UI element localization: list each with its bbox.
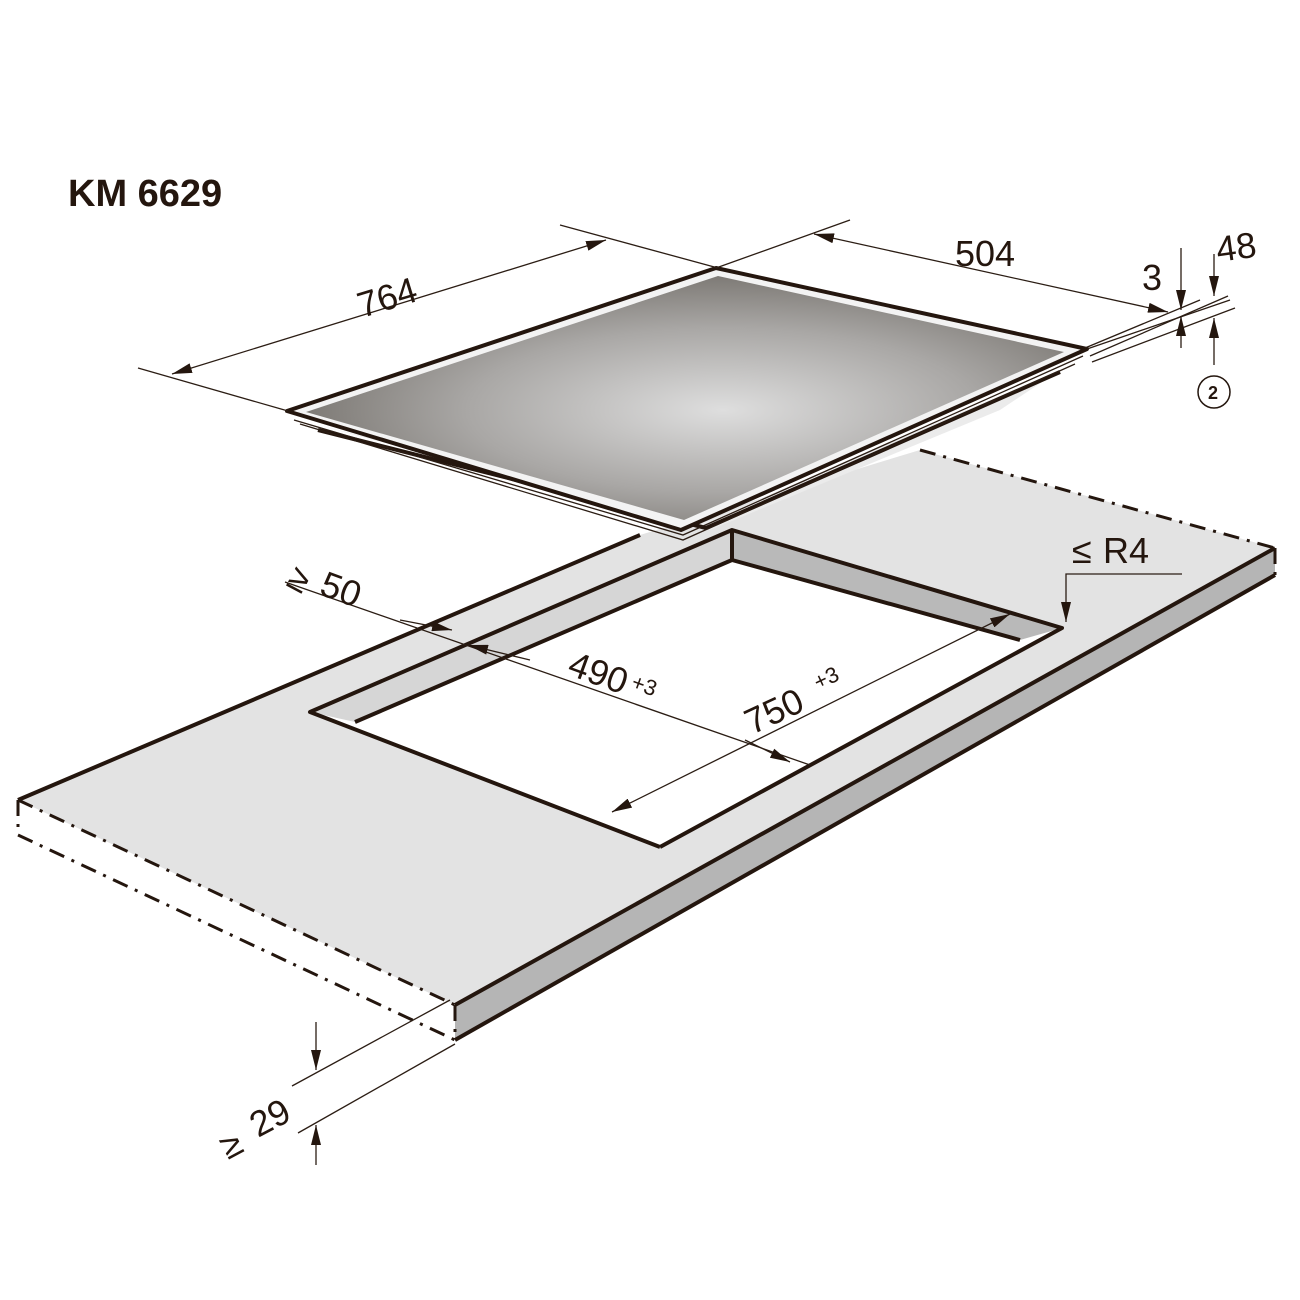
hob-frame-lower-line (293, 355, 1084, 536)
hob-frame-lower-line-2 (299, 363, 1076, 541)
dimension-install-depth: 48 2 (1197, 224, 1259, 409)
dimension-frame-height: 3 (1084, 248, 1236, 363)
cutout-wall-left (310, 530, 732, 722)
min-worktop-thickness-label: 29 (243, 1090, 298, 1145)
corner-radius-label: R4 (1103, 530, 1149, 571)
min-rear-clearance-symbol: ≥ (281, 556, 318, 601)
hob-glass-surface (306, 276, 1064, 520)
worktop-left-back-edge (17, 533, 641, 802)
hob-depth-label: 504 (955, 233, 1015, 274)
dimension-worktop-thickness: ≥ 29 (213, 999, 456, 1167)
dimension-corner-radius: ≤ R4 (1061, 530, 1182, 622)
frame-height-label: 3 (1142, 257, 1162, 298)
min-worktop-thickness-symbol: ≥ (213, 1122, 250, 1167)
install-depth-label: 48 (1213, 224, 1258, 270)
hob-width-label: 764 (352, 269, 421, 326)
worktop-left-bottom-continuation (17, 833, 456, 1042)
worktop-back-continuation (919, 448, 1276, 550)
reference-marker-circle (1197, 375, 1231, 409)
worktop-left-continuation (17, 798, 456, 1007)
dimension-hob-depth: 504 (715, 219, 1231, 350)
reference-marker-label: 2 (1208, 383, 1218, 403)
corner-radius-symbol: ≤ (1072, 530, 1092, 571)
cutout-wall-back (732, 530, 1062, 640)
model-title: KM 6629 (68, 173, 222, 215)
